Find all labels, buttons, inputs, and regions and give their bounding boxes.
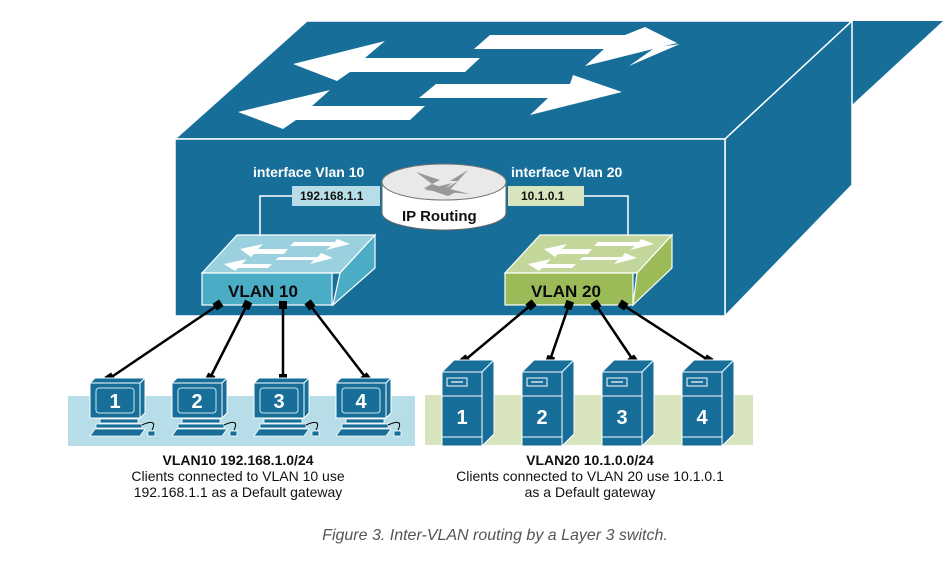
- vlan10-switch-label: VLAN 10: [228, 282, 298, 301]
- vlan20-caption-line2: as a Default gateway: [524, 484, 656, 500]
- host-number: 3: [273, 391, 284, 413]
- host-number: 4: [696, 407, 708, 429]
- ip-vlan20-box: [508, 186, 584, 206]
- interface-vlan10-label: interface Vlan 10: [253, 164, 364, 180]
- link-vlan20-host1: [459, 299, 537, 366]
- server-icon: 2: [520, 358, 576, 448]
- computer-icon: 4: [334, 376, 402, 437]
- vlan10-caption-line1: Clients connected to VLAN 10 use: [131, 468, 345, 484]
- host-number: 3: [616, 407, 627, 429]
- vlan20-caption-line1: Clients connected to VLAN 20 use 10.1.0.…: [456, 468, 724, 484]
- interface-vlan20-label: interface Vlan 20: [511, 164, 622, 180]
- vlan20-links: [459, 299, 714, 366]
- link-vlan10-interface: [259, 195, 292, 240]
- server-icon: 1: [440, 358, 496, 448]
- link-vlan10-host1: [104, 299, 224, 384]
- host-number: 2: [191, 391, 202, 413]
- host-number: 2: [536, 407, 547, 429]
- ip-vlan10-box: [292, 186, 380, 206]
- link-vlan10-host2: [204, 299, 253, 384]
- host-number: 1: [456, 407, 467, 429]
- vlan10-links: [104, 299, 372, 384]
- vlan10-caption-title: VLAN10 192.168.1.0/24: [162, 452, 314, 468]
- vlan20-switch-label: VLAN 20: [531, 282, 601, 301]
- ip-vlan10: 192.168.1.1: [300, 189, 364, 203]
- link-vlan20-host2: [544, 299, 575, 366]
- link-vlan20-interface: [584, 195, 629, 240]
- vlan10-switch: VLAN 10: [200, 233, 377, 307]
- ip-vlan20: 10.1.0.1: [521, 189, 565, 203]
- vlan20-caption-title: VLAN20 10.1.0.0/24: [526, 452, 654, 468]
- link-vlan10-host4: [304, 299, 372, 384]
- computer-icon: 3: [252, 376, 320, 437]
- computer-icon: 1: [88, 376, 156, 437]
- host-number: 1: [109, 391, 120, 413]
- vlan10-caption-line2: 192.168.1.1 as a Default gateway: [133, 484, 343, 500]
- computer-icon: 2: [170, 376, 238, 437]
- link-vlan20-host4: [617, 299, 714, 366]
- router-label: IP Routing: [402, 208, 477, 225]
- vlan10-caption: VLAN10 192.168.1.0/24 Clients connected …: [88, 452, 388, 500]
- server-icon: 4: [680, 358, 736, 448]
- figure-caption: Figure 3. Inter-VLAN routing by a Layer …: [322, 527, 668, 544]
- vlan20-switch: VLAN 20: [503, 233, 674, 307]
- switching-arrows-icon: [238, 27, 680, 129]
- router-icon: IP Routing: [381, 163, 507, 231]
- host-number: 4: [355, 391, 367, 413]
- layer3-switch: [173, 19, 943, 318]
- vlan20-caption: VLAN20 10.1.0.0/24 Clients connected to …: [430, 452, 750, 500]
- server-icon: 3: [600, 358, 656, 448]
